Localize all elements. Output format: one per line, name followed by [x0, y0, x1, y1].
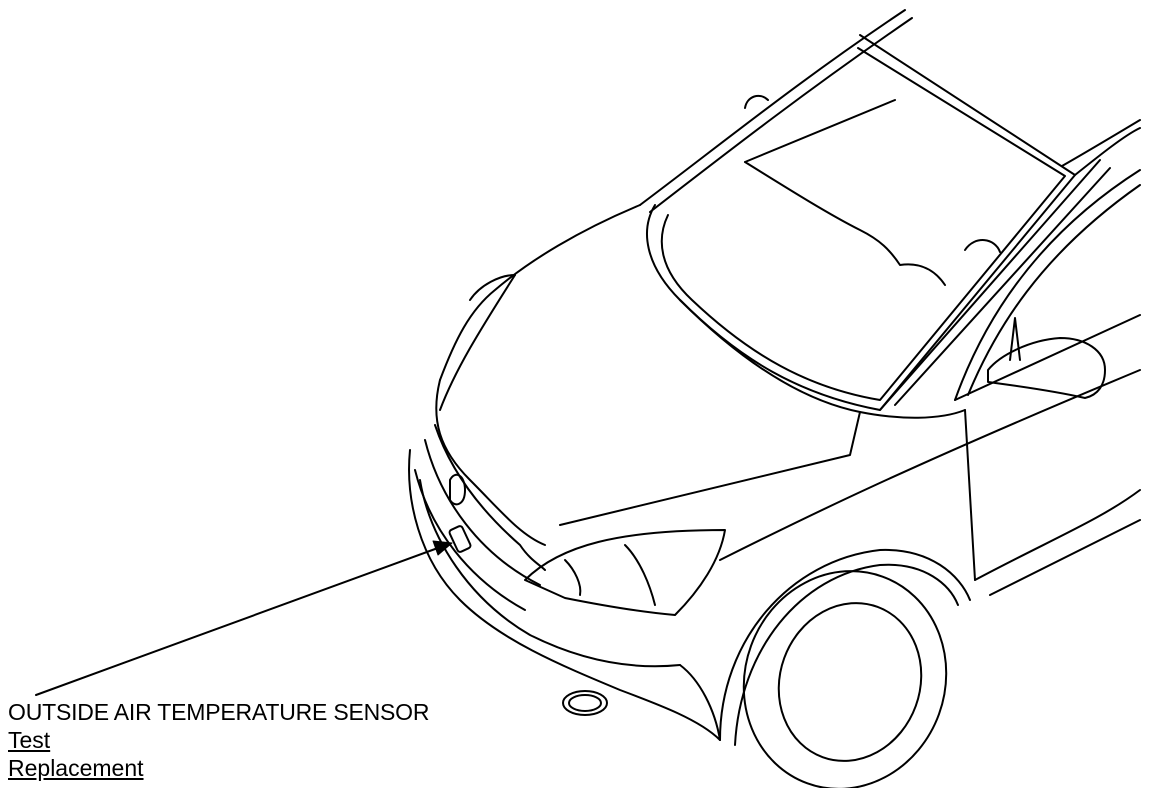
test-link[interactable]: Test [8, 727, 51, 753]
bumper-lower-edge [679, 664, 721, 741]
a-pillar [879, 159, 1101, 411]
interior-line-1 [744, 99, 896, 163]
body-side-line-2 [989, 519, 1141, 596]
fender-top [859, 409, 966, 419]
interior-line-2 [744, 161, 946, 286]
hood-front-edge [435, 379, 546, 546]
sensor-label: OUTSIDE AIR TEMPERATURE SENSOR [8, 699, 430, 725]
door-window [954, 169, 1141, 401]
door-window-bottom [954, 314, 1141, 401]
wheel-arch [719, 548, 971, 741]
hood-top [439, 204, 641, 381]
roof-rail-right-2 [1061, 119, 1141, 167]
fender-line [719, 369, 1141, 561]
fog-light-inner [568, 694, 602, 712]
interior-line-3 [964, 239, 1001, 253]
fog-light [562, 690, 608, 716]
hood-rear [559, 299, 861, 526]
front-tire [742, 570, 948, 788]
a-pillar-2 [894, 167, 1111, 406]
headlight-inner-2 [564, 559, 582, 596]
side-mirror-mount [1009, 317, 1021, 361]
door-front-edge [964, 409, 976, 581]
replacement-link[interactable]: Replacement [8, 755, 144, 781]
wheel-arch-inner [734, 563, 959, 746]
hood-edge [469, 274, 516, 301]
antenna [744, 94, 769, 109]
grille-badge [449, 473, 466, 506]
side-mirror [987, 337, 1106, 399]
door-window-inner [967, 184, 1141, 396]
callout-leader-line [35, 544, 447, 696]
roof-rail-right [1074, 127, 1141, 176]
callout-text-block: OUTSIDE AIR TEMPERATURE SENSOR Test Repl… [8, 698, 429, 782]
front-bumper-2 [419, 479, 681, 668]
grille-upper [434, 424, 546, 571]
front-bumper [408, 449, 721, 741]
outside-air-temperature-sensor [448, 525, 472, 553]
front-rim [777, 602, 923, 762]
grille-lower [424, 439, 541, 586]
hood-crease [439, 274, 516, 411]
windshield-inner [660, 47, 1066, 401]
headlight-inner-1 [624, 544, 656, 606]
headlight [524, 529, 726, 616]
callout-arrowhead [432, 540, 453, 556]
roof-edge-inner [649, 17, 913, 213]
body-side-line [974, 489, 1141, 581]
